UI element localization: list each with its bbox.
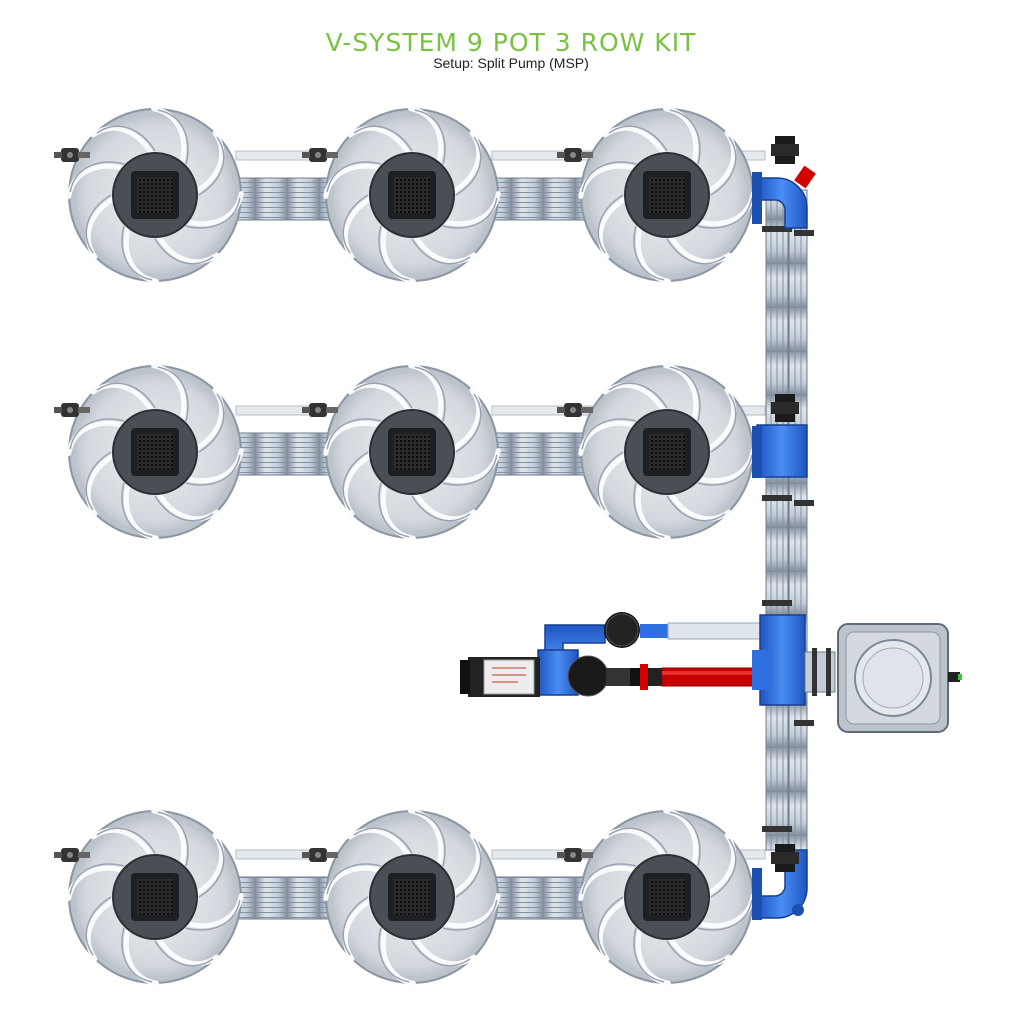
pot-2-2 (321, 361, 503, 543)
feed-tee-bottom (771, 844, 799, 872)
pump-head (567, 655, 609, 697)
bypass-line (667, 622, 769, 640)
main-return-manifold (762, 189, 814, 851)
pot-2-3 (576, 361, 758, 543)
pot-1-3 (576, 104, 758, 286)
inline-valve-red (794, 165, 816, 189)
control-reservoir (837, 623, 962, 733)
pot-3-2 (321, 806, 503, 988)
feed-tee-top (771, 136, 799, 164)
pot-1-2 (321, 104, 503, 286)
page-subtitle: Setup: Split Pump (MSP) (433, 55, 589, 71)
page-title: V-SYSTEM 9 POT 3 ROW KIT (325, 28, 697, 57)
overflow-fitting (948, 672, 960, 682)
row-1-link-hose-2 (484, 177, 586, 221)
feed-tee-middle (771, 394, 799, 422)
row-1-link-hose-1 (229, 177, 331, 221)
pot-3-1 (64, 806, 246, 988)
pot-3-3 (576, 806, 758, 988)
elbow-blue-top (756, 177, 808, 229)
pot-row-1 (54, 104, 816, 286)
pump-assembly (460, 612, 836, 706)
pot-row-3 (54, 806, 808, 988)
pot-1-1 (64, 104, 246, 286)
pot-2-1 (64, 361, 246, 543)
ball-valve-red (640, 664, 648, 690)
pot-row-2 (54, 361, 808, 543)
tee-blue-middle (756, 424, 808, 478)
